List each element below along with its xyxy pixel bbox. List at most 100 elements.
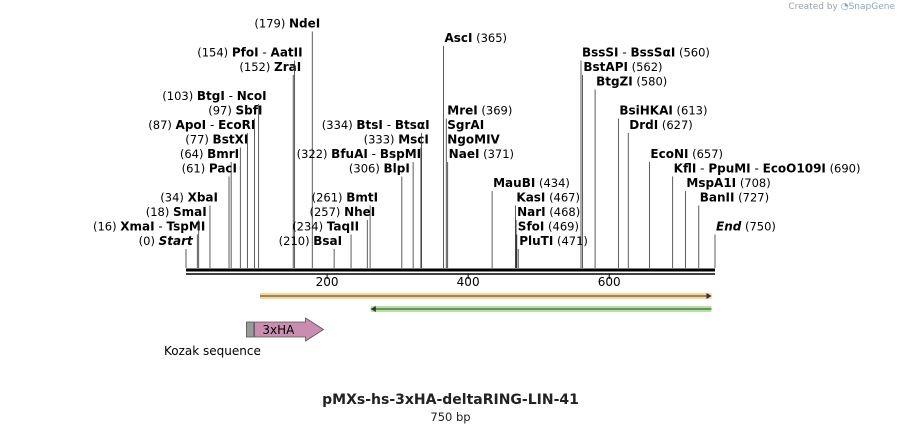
site-label: (210) BsaI [279,234,342,248]
enzyme-name: PluTI [519,234,553,248]
enzyme-name: End [716,220,742,234]
site-label: (322) BfuAI - BspMI [297,147,422,161]
orf-arrowhead-icon [370,306,376,312]
enzyme-name: SbfI [235,104,262,118]
site-label: BsiHKAI (613) [619,104,707,118]
enzyme-name: SgrAI [447,118,484,132]
enzyme-name: KasI [516,191,545,205]
enzyme-name: NcoI [237,89,267,103]
enzyme-name: NaeI [449,147,480,161]
enzyme-name: BtgZI [596,75,633,89]
enzyme-name: MreI [447,104,477,118]
enzyme-name: BtgI [197,89,225,103]
enzyme-name: EcoRI [218,118,255,132]
site-label: EcoNI (657) [650,147,723,161]
site-label: (261) BmtI [312,191,378,205]
site-label: PluTI (471) [519,234,588,248]
site-separator: - [696,162,708,176]
site-position: (365) [476,31,507,45]
site-label: (34) XbaI [160,191,218,205]
enzyme-name: EcoO109I [763,162,826,176]
credit-brand: SnapGene [848,2,895,12]
site-position: (234) [292,220,323,234]
site-label: NarI (468) [517,205,580,219]
site-label: MspA1I (708) [686,176,770,190]
site-label: (154) PfoI - AatII [197,46,302,60]
snapgene-logo-icon: ◔ [840,2,849,12]
site-position: (152) [239,60,270,74]
site-separator: - [751,162,763,176]
enzyme-name: BsaI [313,234,342,248]
site-position: (467) [549,191,580,205]
site-position: (154) [197,46,228,60]
site-label: SfoI (469) [518,220,579,234]
enzyme-name: BspMI [380,147,421,161]
axis-tick-label: 400 [457,275,480,289]
site-position: (471) [557,234,588,248]
site-label: DrdI (627) [629,118,693,132]
site-label: (179) NdeI [254,17,320,31]
site-position: (727) [738,191,769,205]
site-position: (306) [349,162,380,176]
enzyme-name: BssSαI [631,46,676,60]
site-position: (369) [481,104,512,118]
site-label: BtgZI (580) [596,75,667,89]
site-position: (0) [139,234,155,248]
enzyme-name: BmtI [346,191,378,205]
kozak-marker [246,321,254,338]
enzyme-name: ApoI [176,118,207,132]
site-position: (750) [745,220,776,234]
site-separator: - [155,220,167,234]
site-position: (333) [364,133,395,147]
enzyme-name: AscI [444,31,472,45]
site-position: (690) [830,162,861,176]
enzyme-name: XbaI [188,191,218,205]
enzyme-name: BtsI [356,118,383,132]
site-position: (257) [309,205,340,219]
site-label: NaeI (371) [449,147,514,161]
enzyme-name: BanII [700,191,735,205]
site-position: (18) [146,205,170,219]
enzyme-name: BlpI [384,162,410,176]
site-label: (234) TaqII [292,220,359,234]
site-label: (87) ApoI - EcoRI [148,118,255,132]
site-position: (97) [208,104,232,118]
plasmid-title: pMXs-hs-3xHA-deltaRING-LIN-41 [322,392,579,408]
plasmid-length: 750 bp [430,410,471,424]
site-label: MauBI (434) [493,176,570,190]
site-position: (77) [185,133,209,147]
site-label: (333) MscI [364,133,429,147]
enzyme-name: BfuAI [331,147,368,161]
site-position: (34) [160,191,184,205]
site-label: (97) SbfI [208,104,262,118]
snapgene-credit: Created by ◔SnapGene [788,2,895,12]
enzyme-name: TaqII [327,220,359,234]
axis-tick-label: 200 [316,275,339,289]
site-separator: - [259,46,271,60]
kozak-sequence-label: Kozak sequence [164,344,261,358]
enzyme-name: SfoI [518,220,545,234]
site-position: (560) [679,46,710,60]
enzyme-name: NgoMIV [447,133,500,147]
enzyme-name: BtsαI [395,118,430,132]
site-position: (469) [548,220,579,234]
orf-arrowhead-icon [706,293,712,299]
enzyme-name: MauBI [493,176,535,190]
site-label: (257) NheI [309,205,375,219]
credit-prefix: Created by [788,2,838,12]
site-position: (61) [182,162,206,176]
enzyme-name: KflI [674,162,697,176]
site-position: (434) [539,176,570,190]
site-position: (580) [636,75,667,89]
site-position: (708) [740,176,771,190]
enzyme-name: AatII [271,46,303,60]
enzyme-name: PfoI [232,46,259,60]
enzyme-name: BssSI [582,46,619,60]
site-position: (261) [312,191,343,205]
site-label: (152) ZraI [239,60,301,74]
site-position: (468) [549,205,580,219]
enzyme-name: DrdI [629,118,658,132]
site-position: (657) [692,147,723,161]
site-label: (64) BmrI [180,147,239,161]
site-position: (322) [297,147,328,161]
